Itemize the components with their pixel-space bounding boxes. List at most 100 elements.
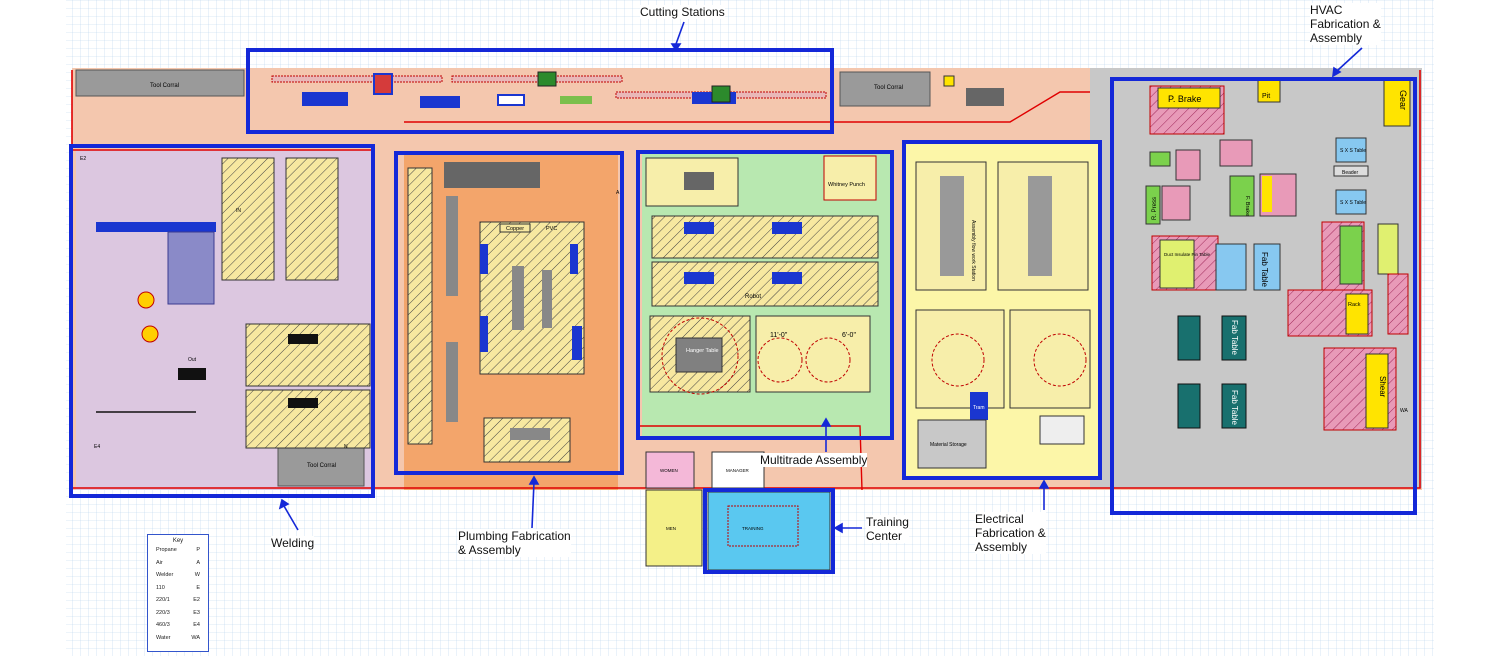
- plumbing-rack: [444, 162, 540, 188]
- gear-label: Gear: [1398, 90, 1408, 110]
- sxs-table: [1335, 137, 1367, 163]
- key-label: 110: [156, 584, 165, 591]
- sxs-table: [1335, 189, 1367, 215]
- tool-corral-top-label: Tool Corral: [874, 85, 903, 91]
- swing-radius: [661, 317, 739, 395]
- pit-label: Pit: [1262, 93, 1270, 100]
- callout-arrows: [278, 21, 1363, 534]
- callout-welding: Welding: [271, 536, 315, 550]
- key-label: 220/1: [156, 597, 170, 603]
- sxs-label: S X S Table: [1340, 148, 1366, 154]
- welding-booth: [221, 157, 275, 281]
- machine: [373, 73, 393, 95]
- shear-box: [1365, 353, 1389, 429]
- key-label: Water: [156, 634, 171, 641]
- blue-bench: [684, 272, 714, 284]
- pvc-label: PVC: [546, 226, 557, 232]
- gray-bench: [966, 88, 1004, 106]
- key-label: 460/3: [156, 622, 170, 628]
- machine-green: [1149, 151, 1171, 167]
- callout-training: Training Center: [866, 515, 909, 543]
- callout-hvac: HVAC Fabrication & Assembly: [1310, 3, 1381, 45]
- zone-plumbing: [394, 151, 624, 475]
- dim-label: 6'-0": [842, 332, 856, 339]
- key-label: Air: [156, 559, 163, 566]
- shear-label: Shear: [1378, 376, 1387, 398]
- gear-box: [1383, 79, 1411, 127]
- key-row: Water WA: [148, 632, 208, 645]
- insulate-label: Duct Insulate Pin Table: [1164, 252, 1210, 257]
- black-bench: [178, 368, 206, 380]
- plumbing-bench: [407, 167, 433, 445]
- fab-table-blue: [1215, 243, 1247, 291]
- fab-table-blue: [1253, 243, 1281, 291]
- key-code: E2: [193, 597, 200, 603]
- welding-rack: [167, 231, 215, 305]
- machine-yellow: [1262, 176, 1272, 212]
- zone-training: [703, 488, 835, 574]
- blue-bench: [684, 222, 714, 234]
- men-label: MEN: [666, 526, 676, 531]
- welding-table: [96, 222, 216, 232]
- material-storage: [917, 419, 987, 469]
- blue-bench: [480, 244, 488, 274]
- beader-box: [1333, 165, 1369, 177]
- pbrake-box: [1157, 87, 1221, 109]
- key-code: WA: [191, 634, 200, 641]
- gray-bench: [542, 270, 552, 328]
- gray-bench: [446, 342, 458, 422]
- callout-electrical: Electrical Fabrication & Assembly: [975, 512, 1046, 554]
- fab-table-teal: [1221, 315, 1247, 361]
- tram: [970, 392, 988, 420]
- blue-bench: [480, 316, 488, 352]
- blue-bench: [772, 272, 802, 284]
- multitrade-bench: [755, 315, 871, 393]
- whitney-punch-label: Whitney Punch: [828, 182, 865, 188]
- zone-multitrade: [636, 150, 894, 440]
- saw-table: [497, 94, 525, 106]
- key-code: E4: [193, 622, 200, 628]
- corridor-wall: [72, 91, 1090, 491]
- fab-table-teal: [1221, 383, 1247, 429]
- utility-tag: N: [344, 444, 348, 450]
- rack-box: [1345, 293, 1369, 335]
- welding-booth: [245, 323, 371, 387]
- beader-label: Beader: [1342, 170, 1358, 176]
- tool-corral-left-label: Tool Corral: [150, 83, 179, 89]
- electrical-bench: [915, 309, 1005, 409]
- rpress-box: [1145, 185, 1161, 225]
- saw-table: [302, 92, 348, 106]
- electrical-bench: [1009, 309, 1091, 409]
- tool-corral-bottom: [277, 447, 365, 487]
- gray-bench: [1028, 176, 1052, 276]
- key-code: P: [196, 547, 200, 553]
- fbrake-box: [1229, 175, 1255, 217]
- men-room: [645, 489, 703, 567]
- electrical-bench: [1039, 415, 1085, 445]
- key-title: Key: [172, 538, 184, 544]
- black-bench: [288, 398, 318, 408]
- women-label: WOMEN: [660, 468, 678, 473]
- tool-corral-bottom-label: Tool Corral: [307, 463, 336, 469]
- pipe-table-inner: [1339, 225, 1363, 285]
- sxs-label: S X S Table: [1340, 200, 1366, 206]
- yellow-tag: [943, 75, 955, 87]
- utility-tag: E4: [94, 444, 100, 450]
- tool-corral-left: [75, 69, 245, 97]
- swing-radius: [1033, 333, 1087, 387]
- key-label: Propane: [156, 547, 177, 553]
- copper-label-box: [499, 223, 531, 233]
- copper-label: Copper: [506, 226, 524, 232]
- gray-machine: [684, 172, 714, 190]
- tram-label: Tram: [973, 405, 984, 411]
- welding-booth: [285, 157, 339, 281]
- manager-room: [711, 451, 765, 489]
- machine: [711, 85, 731, 103]
- assembly-station-label: Assembly flow work Station: [970, 220, 976, 281]
- rpress-label: R. Press: [1152, 197, 1158, 220]
- utility-tag: E2: [80, 156, 86, 162]
